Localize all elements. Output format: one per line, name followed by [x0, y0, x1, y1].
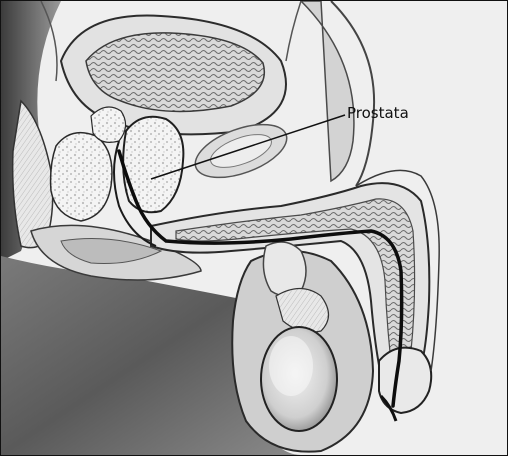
seminal-vesicle	[51, 133, 112, 221]
prostate-label: Prostata	[347, 104, 409, 122]
testis-highlight	[269, 336, 313, 396]
seminal-vesicle-upper	[91, 107, 126, 142]
